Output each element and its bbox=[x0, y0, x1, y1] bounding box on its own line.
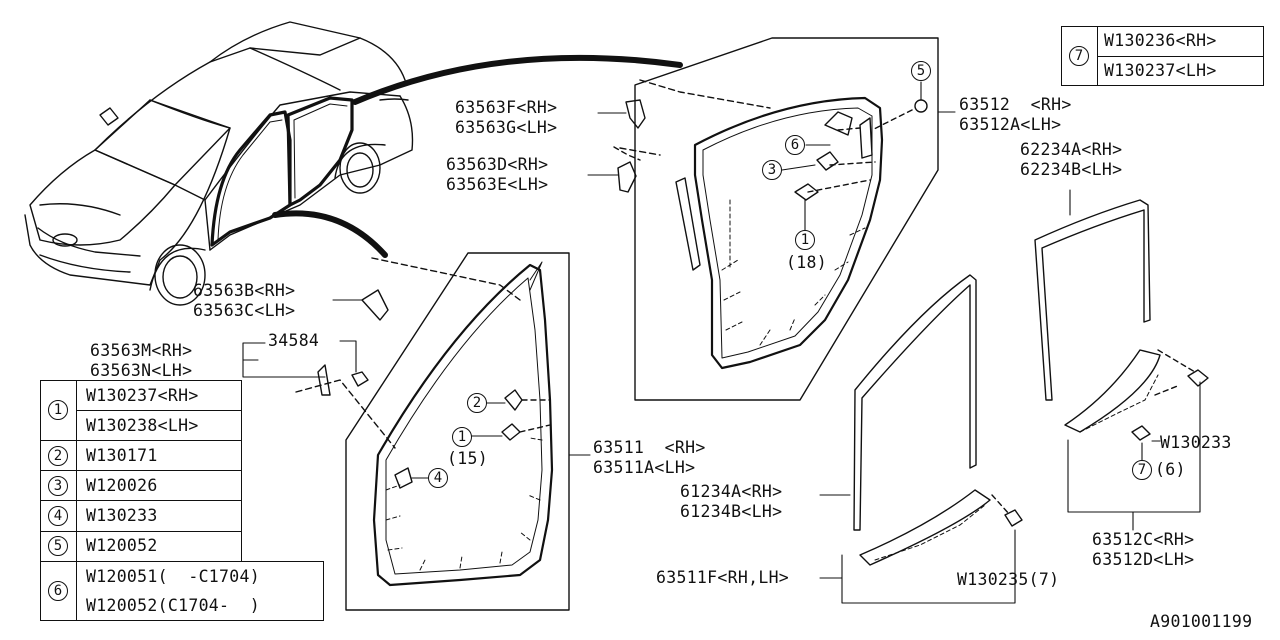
callout-qty-1-front: (15) bbox=[447, 449, 488, 468]
callout-61234B: 61234B<LH> bbox=[680, 502, 783, 521]
callout-63512D: 63512D<LH> bbox=[1092, 550, 1195, 569]
marker-3: 3 bbox=[762, 160, 782, 180]
callout-63563C: 63563C<LH> bbox=[193, 301, 296, 320]
callout-63563G: 63563G<LH> bbox=[455, 118, 558, 137]
legend-row-5: W120052 bbox=[86, 536, 158, 555]
callout-62234A: 62234A<RH> bbox=[1020, 140, 1123, 159]
legend-row-4: W130233 bbox=[86, 506, 158, 525]
marker-5: 5 bbox=[911, 61, 931, 81]
callout-63563N: 63563N<LH> bbox=[90, 361, 193, 380]
callout-63563D: 63563D<RH> bbox=[446, 155, 549, 174]
callout-63563E: 63563E<LH> bbox=[446, 175, 549, 194]
marker-7: 7 bbox=[1132, 460, 1152, 480]
callout-61234A: 61234A<RH> bbox=[680, 482, 783, 501]
callout-63511F: 63511F<RH,LH> bbox=[656, 568, 790, 587]
legend-index-6: 6 bbox=[48, 581, 68, 601]
callout-63512A: 63512A<LH> bbox=[959, 115, 1062, 134]
callout-63563F: 63563F<RH> bbox=[455, 98, 558, 117]
callout-63563M: 63563M<RH> bbox=[90, 341, 193, 360]
callout-62234B: 62234B<LH> bbox=[1020, 160, 1123, 179]
legend-index-2: 2 bbox=[48, 446, 68, 466]
callout-63511: 63511 <RH> bbox=[593, 438, 706, 457]
legend-row-2: W130171 bbox=[86, 446, 158, 465]
callout-63512C: 63512C<RH> bbox=[1092, 530, 1195, 549]
callout-qty-1-rear: (18) bbox=[786, 253, 827, 272]
callout-W130233: W130233 bbox=[1160, 433, 1232, 452]
legend-index-4: 4 bbox=[48, 506, 68, 526]
legend-row-3: W120026 bbox=[86, 476, 158, 495]
marker-1-rear: 1 bbox=[795, 230, 815, 250]
legend-row-6b: W120052(C1704- ) bbox=[86, 596, 260, 615]
marker-1-front: 1 bbox=[452, 427, 472, 447]
legend-index-3: 3 bbox=[48, 476, 68, 496]
legend-row-6a: W120051( -C1704) bbox=[86, 567, 260, 586]
marker-4: 4 bbox=[428, 468, 448, 488]
legend-row-1b: W130238<LH> bbox=[86, 416, 199, 435]
callout-63511A: 63511A<LH> bbox=[593, 458, 696, 477]
callout-34584: 34584 bbox=[268, 331, 320, 350]
legend-top-row: W130237<LH> bbox=[1104, 61, 1217, 80]
legend-row-1a: W130237<RH> bbox=[86, 386, 199, 405]
marker-6: 6 bbox=[785, 135, 805, 155]
front-door-panel bbox=[345, 252, 570, 611]
legend-top-index: 7 bbox=[1069, 46, 1089, 66]
legend-index-1: 1 bbox=[48, 400, 68, 420]
leader-arc-rear bbox=[352, 54, 683, 105]
callout-W130235: W130235(7) bbox=[957, 570, 1060, 589]
diagram-id: A901001199 bbox=[1150, 612, 1253, 631]
callout-63512: 63512 <RH> bbox=[959, 95, 1072, 114]
car-illustration bbox=[24, 21, 414, 306]
legend-index-5: 5 bbox=[48, 536, 68, 556]
leader-arc-front bbox=[272, 210, 388, 258]
legend-top-row: W130236<RH> bbox=[1104, 31, 1217, 50]
rear-door-panel bbox=[634, 37, 939, 401]
callout-63563B: 63563B<RH> bbox=[193, 281, 296, 300]
callout-qty-7: (6) bbox=[1155, 460, 1186, 479]
marker-2: 2 bbox=[467, 393, 487, 413]
